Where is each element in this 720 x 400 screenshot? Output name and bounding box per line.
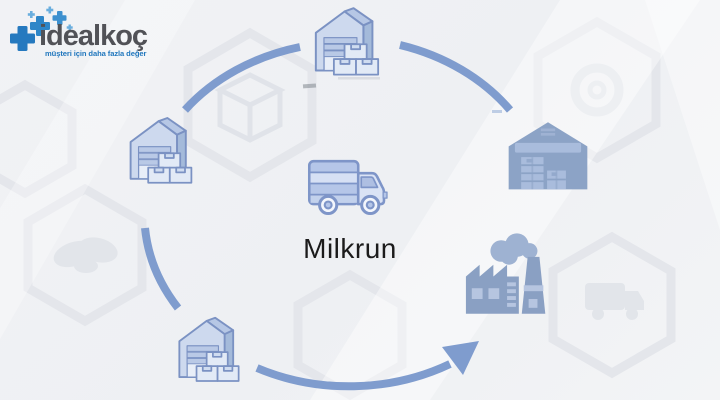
hexagon-outline	[23, 183, 147, 327]
logo-text: idealkoç	[39, 20, 148, 52]
milkrun-label: Milkrun	[303, 233, 397, 264]
cube-icon	[214, 72, 286, 143]
cycle-arrow	[141, 41, 514, 391]
hexagon-outline	[293, 269, 407, 400]
logo-plus-icon	[10, 6, 73, 51]
arrowhead-icon	[442, 341, 479, 375]
arc-top-right	[399, 41, 514, 113]
truck-watermark-icon	[585, 283, 644, 320]
hexagon-outline	[0, 79, 77, 199]
warehouse-bottom-icon	[178, 316, 240, 382]
handshake-icon	[53, 237, 118, 273]
sheen-band	[310, 0, 700, 400]
truck-icon	[307, 159, 389, 216]
sheen-band	[0, 0, 195, 340]
warehouse-top-icon	[314, 7, 380, 76]
hexagon-outline	[183, 27, 317, 183]
arc-top-left	[182, 43, 301, 113]
hexagon-outline	[533, 16, 661, 164]
artifact-marks	[302, 77, 502, 113]
warehouse-left-icon	[129, 117, 193, 184]
hexagon-outline	[548, 231, 676, 379]
sheen-band	[645, 0, 720, 230]
gear-icon	[570, 63, 624, 117]
logo-tagline: müşteri için daha fazla değer	[45, 49, 147, 58]
arc-bottom	[255, 360, 452, 391]
arc-left	[141, 227, 182, 311]
